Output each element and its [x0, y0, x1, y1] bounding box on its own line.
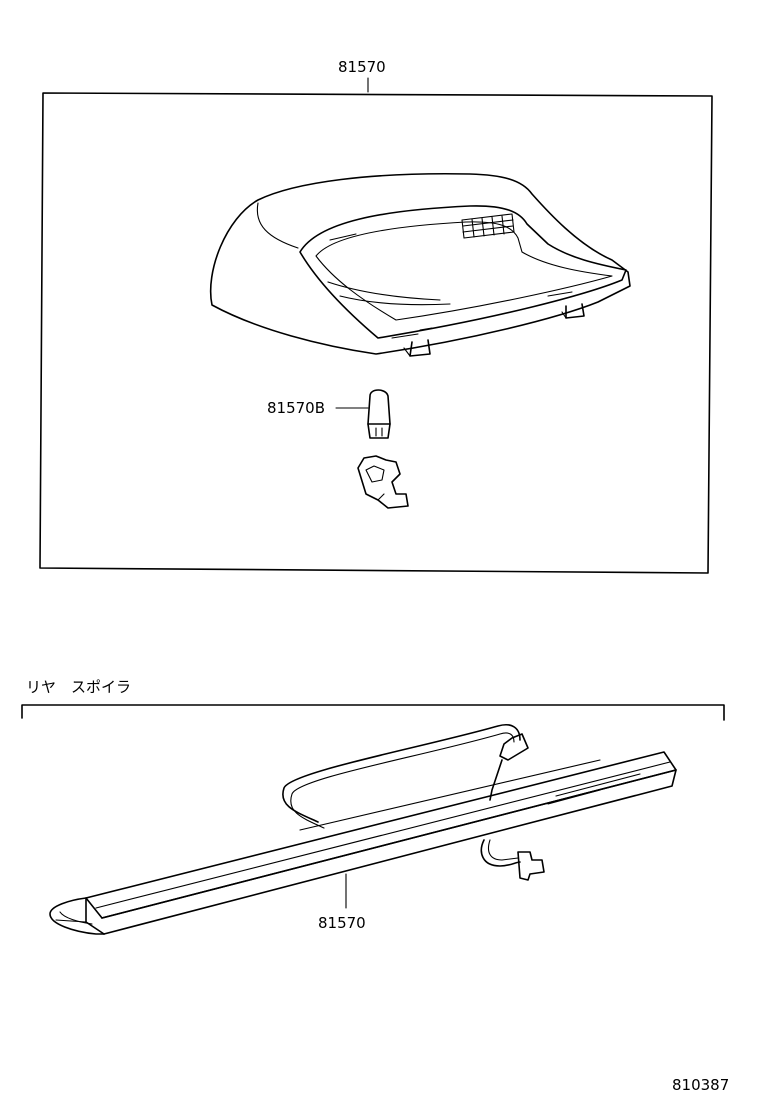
bulb-label[interactable]: 81570B	[267, 399, 325, 417]
lamp-bar-edge	[95, 761, 671, 909]
lens-opening	[299, 205, 627, 339]
lamp-bar-line	[555, 773, 641, 797]
rear-spoiler-group: リヤ スポイラ 81570	[21, 678, 725, 935]
top-assembly-group: 81570	[39, 58, 713, 574]
bottom-assembly-label[interactable]: 81570	[318, 914, 366, 932]
spoiler-stop-lamp[interactable]	[49, 751, 677, 935]
spoiler-group-label[interactable]: リヤ スポイラ	[26, 678, 131, 696]
reflector-grid	[461, 213, 515, 239]
lens-line	[329, 233, 357, 241]
top-assembly-frame	[39, 92, 713, 574]
lens-mark	[547, 291, 573, 297]
diagram-id: 810387	[672, 1076, 729, 1094]
bulb-socket[interactable]	[357, 455, 409, 509]
mounting-tab	[403, 347, 411, 357]
lamp-end-flange	[49, 897, 105, 935]
harness-wire	[489, 759, 503, 801]
lens-inner-edge	[315, 221, 613, 321]
lens-mark	[391, 333, 419, 339]
harness-grommet	[499, 733, 529, 761]
top-assembly-label[interactable]: 81570	[338, 58, 386, 76]
lamp-end-flange	[55, 919, 87, 923]
bulb-base	[367, 423, 391, 439]
socket-detail	[377, 493, 385, 501]
lamp-bar-line	[299, 759, 601, 831]
harness-connector	[517, 851, 545, 881]
socket-body	[357, 455, 409, 509]
bulb[interactable]	[367, 389, 391, 439]
mounting-tab	[409, 339, 431, 357]
mounting-tab	[561, 311, 567, 319]
spoiler-group-bracket	[21, 704, 725, 721]
harness-pigtail	[480, 839, 521, 867]
lens-mark	[419, 327, 433, 331]
bulb-glass	[367, 389, 391, 425]
lamp-bar-line	[547, 789, 601, 805]
mounting-tab	[565, 303, 585, 319]
housing-outline	[209, 172, 631, 355]
harness-pigtail	[487, 839, 519, 861]
lamp-end-flange	[59, 911, 93, 925]
lens-line	[327, 281, 441, 301]
harness-outer	[282, 724, 521, 823]
lens-line	[339, 295, 451, 306]
housing-ridge	[256, 202, 299, 249]
wire-harness[interactable]	[282, 724, 545, 881]
stop-lamp-housing[interactable]	[209, 172, 631, 357]
harness-inner	[290, 732, 515, 829]
socket-detail	[365, 465, 385, 483]
lamp-bar-front	[101, 769, 677, 935]
